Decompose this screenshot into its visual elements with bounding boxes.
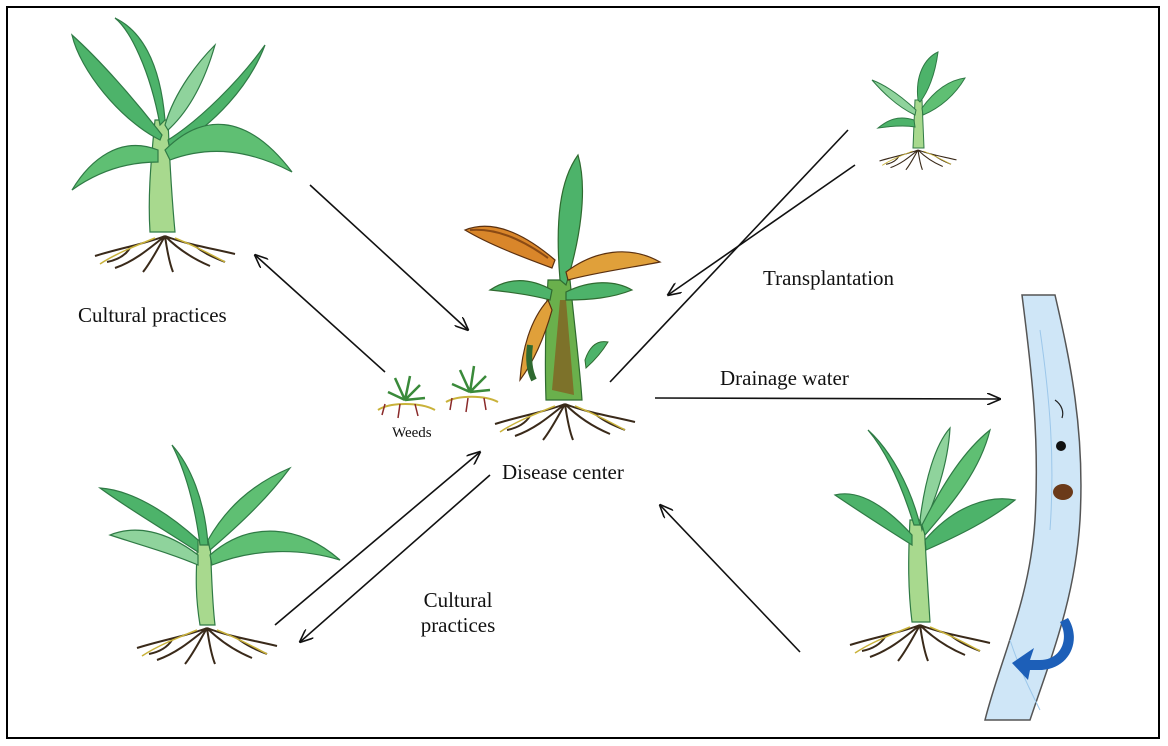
banana-plant-bottom-left <box>100 445 340 664</box>
label-cultural-practices-bottom: Cultural practices <box>408 588 508 638</box>
label-cultural-practices-bottom-line2: practices <box>408 613 508 638</box>
arrow-weeds-to-topleft <box>255 255 385 372</box>
label-drainage-water: Drainage water <box>720 366 849 391</box>
banana-plant-top-left <box>72 18 292 272</box>
weeds <box>378 366 498 418</box>
label-transplantation: Transplantation <box>763 266 894 291</box>
water-debris-clump <box>1053 484 1073 500</box>
label-weeds: Weeds <box>392 425 432 442</box>
banana-plant-bottom-right <box>835 428 1015 661</box>
arrow-topleft-to-center <box>310 185 468 330</box>
label-cultural-practices-top: Cultural practices <box>78 303 227 328</box>
arrows <box>255 130 1000 652</box>
label-disease-center: Disease center <box>502 460 624 485</box>
banana-plant-diseased-center <box>465 155 660 440</box>
banana-plant-top-right-small <box>872 52 965 170</box>
arrow-drainage <box>655 398 1000 399</box>
arrow-bottomright-to-center <box>660 505 800 652</box>
label-cultural-practices-bottom-line1: Cultural <box>408 588 508 613</box>
water-debris-dot <box>1056 441 1066 451</box>
